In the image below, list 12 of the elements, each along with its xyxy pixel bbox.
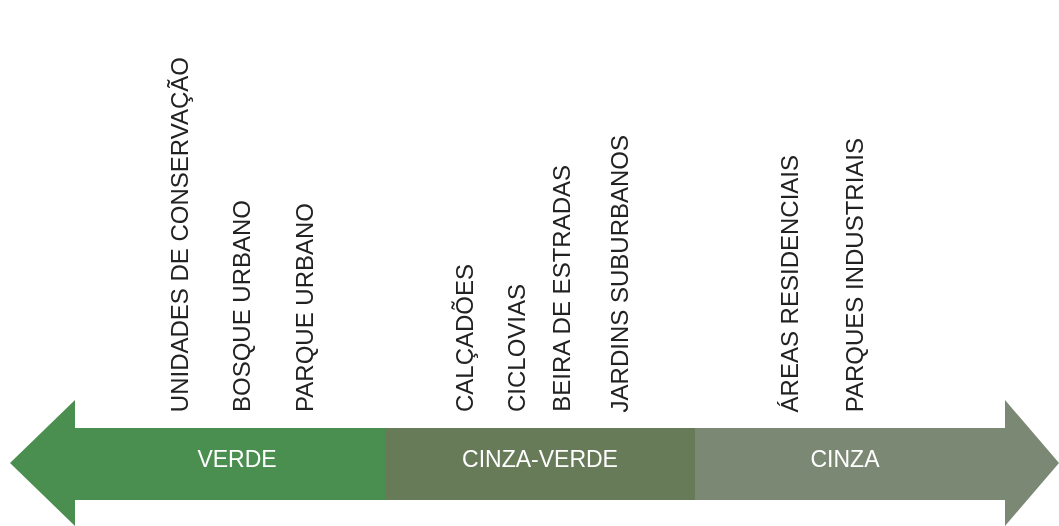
vertical-label: ÁREAS RESIDENCIAIS: [777, 154, 803, 412]
segment-label: CINZA-VERDE: [462, 446, 618, 473]
vertical-label: JARDINS SUBURBANOS: [607, 134, 633, 412]
segment-label: VERDE: [197, 446, 277, 473]
segment-label: CINZA: [810, 446, 880, 473]
vertical-label: UNIDADES DE CONSERVAÇÃO: [167, 56, 193, 412]
vertical-label: CICLOVIAS: [504, 283, 530, 412]
vertical-label: PARQUES INDUSTRIAIS: [842, 137, 868, 412]
vertical-label: CALÇADÕES: [452, 263, 478, 412]
vertical-label: PARQUE URBANO: [292, 203, 318, 412]
vertical-label: BOSQUE URBANO: [229, 199, 255, 412]
vertical-label: BEIRA DE ESTRADAS: [549, 165, 575, 412]
